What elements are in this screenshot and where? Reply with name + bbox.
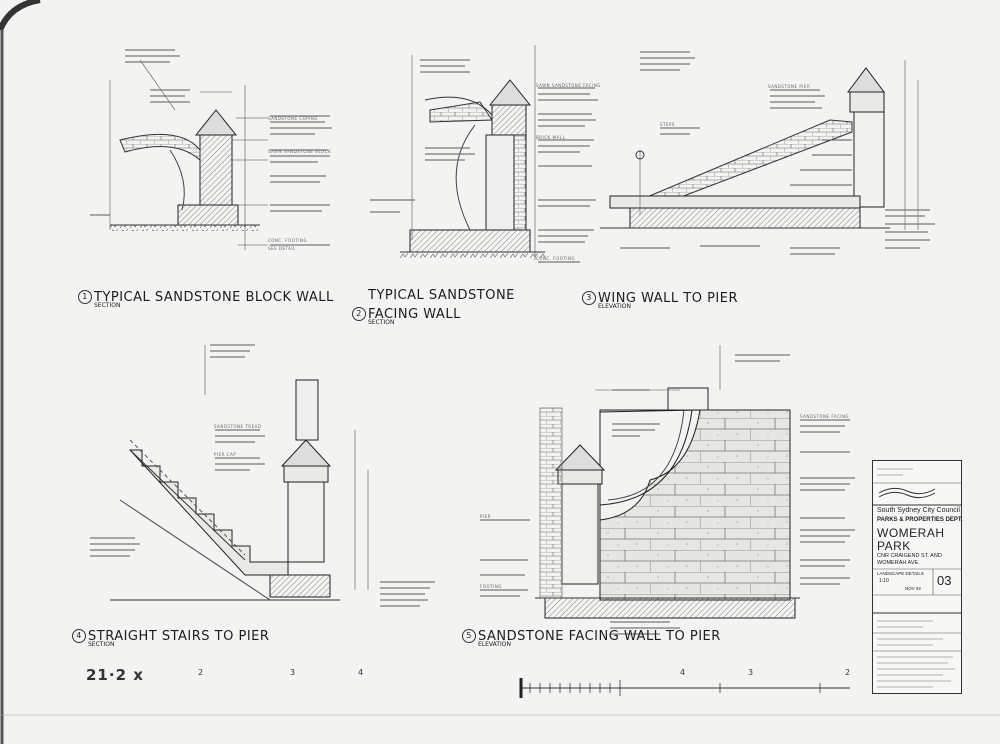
tb-sheet-number: 03 [937,573,952,588]
tb-date: NOV 92 [905,586,922,591]
drawing-5-subtitle: ELEVATION [478,641,511,648]
scale-mark-right-2: 3 [748,668,754,677]
drawing-4-section [90,344,435,607]
note-d2-footing: CONC. FOOTING [536,256,576,261]
tb-address-line1: CNR CRAIGEND ST. AND [877,553,942,559]
tb-department: PARKS & PROPERTIES DEPT. [877,517,963,523]
note-d5-facing: SANDSTONE FACING [800,414,850,419]
note-d1-block: SAWN SANDSTONE BLOCK [268,149,332,154]
drawing-3-number: 3 [582,290,596,305]
title-block-lines [873,468,961,688]
note-d5-pier: PIER [480,514,491,519]
tb-project-line1: WOMERAH [877,526,945,540]
drawing-1-section [90,49,332,250]
note-d2-facing: SAWN SANDSTONE FACING [536,83,601,88]
title-block: South Sydney City Council PARKS & PROPER… [872,460,963,694]
note-d4-cap: PIER CAP [214,452,237,457]
scale-mark-left-1: 2 [198,668,204,677]
note-d1-detail: SEE DETAIL [268,246,296,251]
scale-mark-right-1: 4 [680,668,686,677]
note-d5-footing: FOOTING [480,584,502,589]
sheet-id: 21·2 x [86,666,144,684]
note-d3-steps: STEPS [660,122,675,127]
tb-sheet-type: LANDSCAPE DETAILS [877,571,924,576]
drawing-5-elevation [480,345,855,635]
scale-bar [519,678,850,698]
note-d2-brick: BRICK WALL [536,135,566,140]
note-d4-tread: SANDSTONE TREAD [214,424,262,429]
drawing-2-number: 2 [352,306,366,321]
scale-mark-right-3: 2 [845,668,851,677]
drawing-3-elevation [600,51,935,255]
drawing-5-number: 5 [462,628,476,643]
tb-organisation: South Sydney City Council [877,507,960,514]
tb-scale: 1:10 [879,578,889,584]
drawing-2-subtitle: SECTION [368,319,395,326]
tb-address-line2: WOMERAH AVE. [877,560,920,566]
drawing-4-number: 4 [72,628,86,643]
drawing-2-section [370,45,598,263]
scale-mark-left-3: 4 [358,668,364,677]
tb-project-line2: PARK [877,539,911,553]
drawing-1-subtitle: SECTION [94,302,121,309]
note-d1-coping: SANDSTONE COPING [268,116,318,121]
drawing-4-subtitle: SECTION [88,641,115,648]
note-d1-footing: CONC. FOOTING [268,238,308,243]
drawing-1-number: 1 [78,289,92,304]
note-d3-pier: SANDSTONE PIER [768,84,811,89]
drawing-3-subtitle: ELEVATION [598,303,631,310]
scale-mark-left-2: 3 [290,668,296,677]
